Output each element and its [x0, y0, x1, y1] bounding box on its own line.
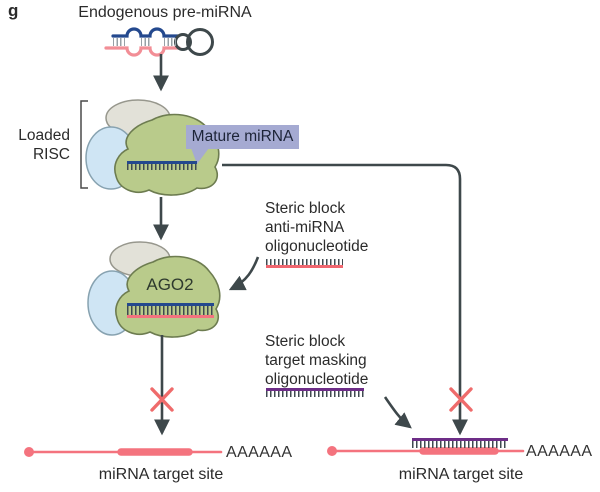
mrna-cap-icon: [327, 446, 337, 456]
target-mask-annotation: Steric block target masking oligonucleot…: [265, 332, 368, 389]
anti-mir-line1: Steric block: [265, 200, 346, 217]
bound-mask-oligo-ticks: [412, 441, 508, 448]
mrna-left: [24, 447, 223, 457]
target-mask-line2: target masking: [265, 352, 367, 369]
target-mask-line1: Steric block: [265, 333, 346, 350]
blocked-x-icon-left: [150, 387, 174, 412]
anti-mir-oligo-icon: [266, 265, 343, 268]
left-target-site-label: miRNA target site: [98, 466, 224, 483]
panel-label: g: [8, 1, 19, 20]
branch-arrow-to-right-target: [222, 163, 468, 436]
right-target-site-label: miRNA target site: [398, 466, 524, 483]
risc-bracket: [80, 100, 88, 189]
mrna-cap-icon: [24, 447, 34, 457]
duplex-passenger-strand: [127, 315, 214, 318]
curved-arrow-mask: [383, 396, 412, 429]
anti-mir-line2: anti-miRNA: [265, 219, 345, 236]
loaded-risc-label: Loaded RISC: [8, 126, 70, 164]
curved-arrow-anti-mir: [228, 256, 260, 291]
loaded-risc-line1: Loaded: [18, 127, 70, 144]
mature-mirna-callout-tail: [191, 148, 209, 164]
mature-mirna-strand: [127, 161, 197, 164]
pre-mirna-hairpin-icon: [104, 27, 214, 57]
hairpin-basepair-ticks: [113, 38, 127, 46]
anti-mir-annotation: Steric block anti-miRNA oligonucleotide: [265, 199, 368, 256]
mature-mirna-tag: Mature miRNA: [186, 125, 299, 149]
right-polya-tail: AAAAAA: [526, 443, 593, 460]
mask-oligo-icon-ticks: [266, 391, 364, 397]
pre-mirna-title: Endogenous pre-miRNA: [78, 4, 252, 21]
bound-mask-oligo-icon: [412, 438, 508, 442]
anti-mir-line3: oligonucleotide: [265, 238, 369, 255]
left-polya-tail: AAAAAA: [226, 444, 293, 461]
hairpin-basepair-ticks: [164, 38, 178, 46]
duplex-guide-strand: [127, 303, 214, 306]
mask-oligo-icon: [266, 388, 364, 391]
mature-mirna-strand-ticks: [127, 164, 197, 170]
loaded-risc-line2: RISC: [32, 146, 70, 163]
anti-mir-oligo-icon-ticks: [266, 259, 343, 265]
target-mask-line3: oligonucleotide: [265, 371, 369, 388]
duplex-ticks: [127, 306, 214, 315]
blocked-x-icon-right: [449, 387, 473, 412]
mrna-right: [327, 446, 525, 456]
ago2-label: AGO2: [146, 275, 194, 294]
hairpin-basepair-ticks: [141, 38, 150, 46]
